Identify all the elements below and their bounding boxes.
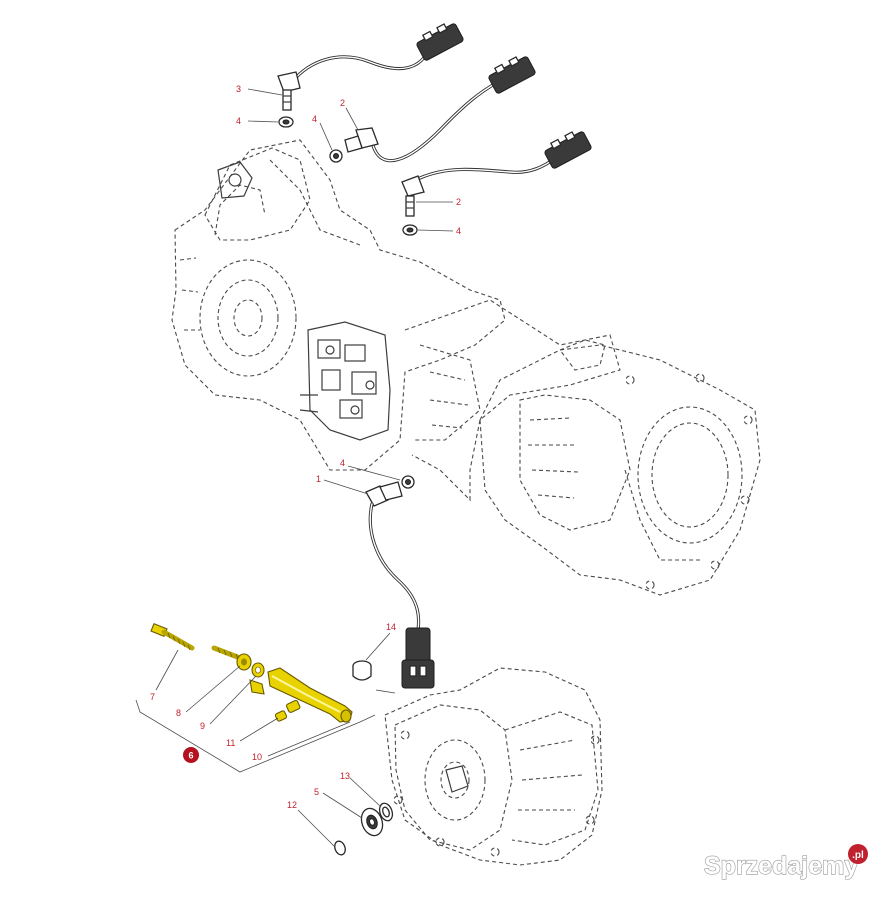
stud-8 [211,645,252,671]
callout-2: 2 [456,197,461,207]
speed-sensor-2b [401,175,425,217]
watermark: Sprzedajemy .pl [703,844,868,881]
bush-9 [249,662,265,695]
transmission-housing [171,139,761,596]
plug-14 [352,660,372,681]
connector-top-3 [544,131,592,169]
watermark-badge-text: .pl [852,850,864,861]
connector-top-2 [488,56,536,94]
oil-seal-13 [378,802,394,822]
callout-11: 11 [226,738,235,748]
callout-13: 13 [340,771,350,781]
seal-ring-4b [329,149,343,163]
callout-8: 8 [176,708,181,718]
callout-4: 4 [340,458,345,468]
callout-12: 12 [287,800,297,810]
callout-1: 1 [316,474,321,484]
seal-ring-4 [278,116,294,128]
group-badge-6: 6 [183,747,199,763]
callout-4: 4 [456,226,461,236]
callout-14: 14 [386,622,396,632]
callout-9: 9 [200,721,205,731]
seal-ring-4c [402,224,418,236]
callout-4: 4 [236,116,241,126]
valve-block [299,321,391,441]
callout-5: 5 [314,787,319,797]
seal-ring-4d [401,475,415,489]
group-badge-circle [183,747,199,763]
callout-6: 6 [188,751,193,761]
pin-11 [274,699,301,722]
callouts: 3 4 4 2 2 4 4 1 14 7 8 9 11 10 5 13 12 [150,84,461,810]
watermark-text: Sprzedajemy [704,852,858,880]
leader-lines [135,88,454,847]
speed-sensor-3 [277,71,301,111]
callout-4: 4 [312,114,317,124]
lever-10 [267,667,353,723]
bearing-5 [360,807,384,837]
speed-sensor-2 [344,127,379,153]
lower-sensor-cable [368,502,421,632]
lower-sensor-1 [365,481,403,507]
o-ring-12 [334,840,346,856]
connector-top-1 [416,23,464,61]
watermark-badge [848,844,868,864]
upper-sensor-cables [290,46,557,180]
threaded-rod-7 [150,622,195,651]
connector-lower [401,627,435,689]
front-axle-housing [384,667,603,866]
callout-2: 2 [340,98,345,108]
callout-7: 7 [150,692,155,702]
callout-3: 3 [236,84,241,94]
callout-10: 10 [252,752,262,762]
highlighted-kit-6 [150,622,353,723]
